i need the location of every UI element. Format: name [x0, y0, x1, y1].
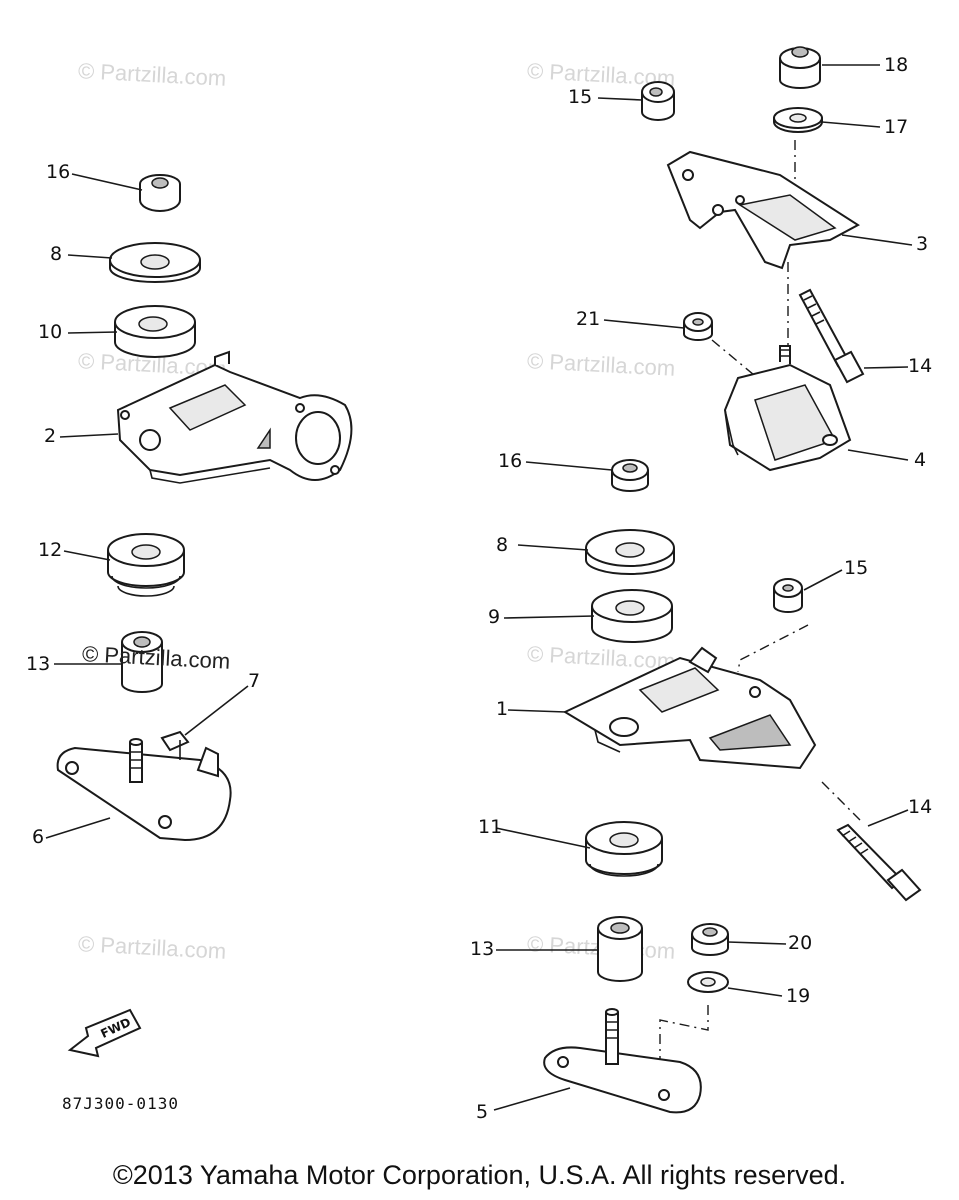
- callout-6: 6: [32, 826, 45, 848]
- callout-21: 21: [576, 308, 601, 330]
- part-14-bolt-lower: [836, 823, 922, 902]
- callout-5: 5: [476, 1101, 489, 1123]
- callout-10: 10: [38, 321, 63, 343]
- callout-8: 8: [496, 534, 509, 556]
- diagram-code: 87J300-0130: [62, 1094, 179, 1113]
- callout-8: 8: [50, 243, 63, 265]
- callout-12: 12: [38, 539, 63, 561]
- callout-7: 7: [248, 670, 261, 692]
- part-20-nut: [691, 923, 729, 956]
- part-8-washer-left: [109, 242, 201, 283]
- fwd-arrow-icon: [67, 1008, 142, 1058]
- part-1-bracket: [562, 646, 817, 770]
- callout-16: 16: [498, 450, 523, 472]
- callout-16: 16: [46, 161, 71, 183]
- leader-lines: [45, 64, 913, 1111]
- callout-9: 9: [488, 606, 501, 628]
- part-13-collar-left: [121, 631, 163, 693]
- callout-1: 1: [496, 698, 509, 720]
- callout-13: 13: [26, 653, 51, 675]
- callout-2: 2: [44, 425, 57, 447]
- part-15-nut-top: [641, 81, 675, 121]
- part-17-washer: [773, 107, 823, 133]
- callout-15: 15: [568, 86, 593, 108]
- callout-4: 4: [914, 449, 927, 471]
- part-8-washer-right: [585, 529, 675, 575]
- callout-14: 14: [908, 355, 933, 377]
- part-16-nut-left: [139, 174, 181, 212]
- part-15-nut-mid: [773, 578, 803, 613]
- copyright-notice: ©2013 Yamaha Motor Corporation, U.S.A. A…: [112, 1160, 847, 1190]
- callout-11: 11: [478, 816, 503, 838]
- part-6-base-plate: [56, 730, 232, 842]
- part-21-nut: [683, 312, 713, 341]
- callout-14: 14: [908, 796, 933, 818]
- assembly-line: [659, 1005, 709, 1082]
- part-18-nut: [779, 46, 821, 89]
- part-13-collar-right: [597, 916, 643, 982]
- part-14-bolt-upper: [798, 288, 865, 384]
- part-9-grommet: [591, 589, 673, 643]
- callout-20: 20: [788, 932, 813, 954]
- part-11-rubber-mount: [585, 821, 663, 877]
- callout-3: 3: [916, 233, 929, 255]
- callout-13: 13: [470, 938, 495, 960]
- part-2-bracket: [116, 350, 353, 484]
- callout-18: 18: [884, 54, 909, 76]
- assembly-line: [821, 781, 861, 821]
- part-10-grommet-left: [114, 305, 196, 358]
- part-4-engine-mount: [723, 345, 852, 472]
- part-12-rubber-mount: [107, 533, 185, 597]
- callout-15: 15: [844, 557, 869, 579]
- part-16-nut-right: [611, 459, 649, 492]
- part-3-upper-bracket: [666, 150, 860, 270]
- callout-17: 17: [884, 116, 909, 138]
- callout-19: 19: [786, 985, 811, 1007]
- part-19-washer: [687, 971, 729, 993]
- assembly-line: [737, 624, 809, 673]
- part-5-base-plate: [543, 1008, 702, 1114]
